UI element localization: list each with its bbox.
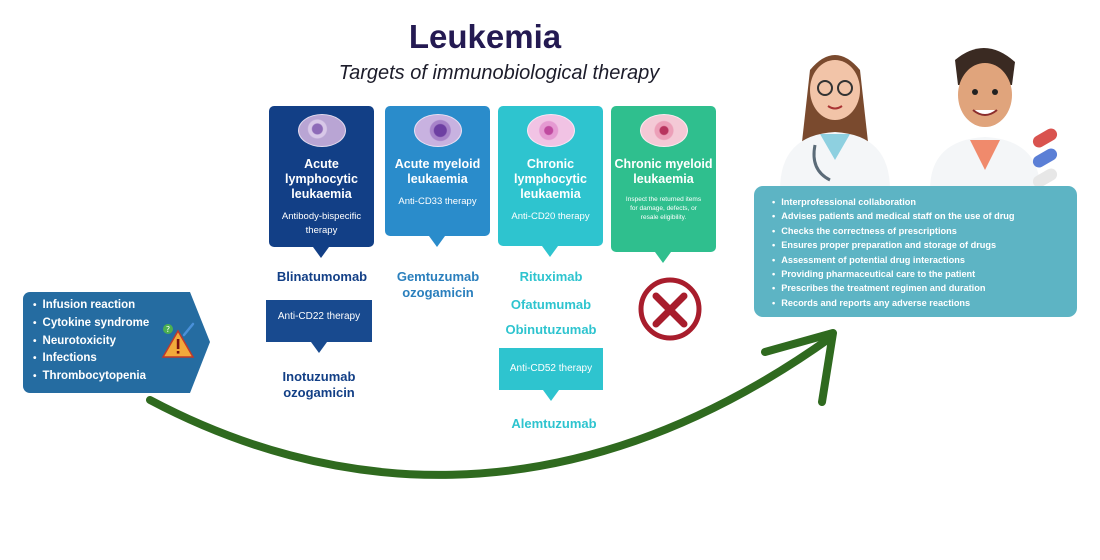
pharmacist-illustration <box>780 47 1058 190</box>
drug-alemtuzumab: Alemtuzumab <box>511 416 597 431</box>
drug-inotuzumab: Inotuzumab ozogamicin <box>282 369 356 400</box>
role-item: Advises patients and medical staff on th… <box>772 209 1077 223</box>
role-item: Providing pharmaceutical care to the pat… <box>772 267 1077 281</box>
doctor-illustration <box>930 47 1040 190</box>
adverse-item: Neurotoxicity <box>33 333 190 351</box>
card-therapy: Anti-CD33 therapy <box>398 196 477 207</box>
role-item: Assessment of potential drug interaction… <box>772 253 1077 267</box>
therapy-box-pointer <box>311 342 327 353</box>
blood-cell-image <box>526 114 575 147</box>
adverse-item: Cytokine syndrome <box>33 315 190 333</box>
card-title: Chronic myeloid leukaemia <box>614 157 713 186</box>
card-pointer <box>429 236 445 247</box>
role-item: Interprofessional collaboration <box>772 195 1077 209</box>
adverse-item: Thrombocytopenia <box>33 368 190 386</box>
blood-cell-image <box>297 114 346 147</box>
page-title: Leukemia <box>408 18 562 55</box>
blood-cell-image <box>639 114 688 147</box>
therapy-box-anti-cd52: Anti-CD52 therapy <box>499 348 603 390</box>
card-pointer <box>313 247 329 258</box>
drug-rituximab: Rituximab <box>519 269 583 284</box>
drug-gemtuzumab: Gemtuzumab ozogamicin <box>396 269 480 300</box>
card-title: Chronic lymphocytic leukaemia <box>514 157 587 201</box>
card-title: Acute lymphocytic leukaemia <box>285 157 358 201</box>
pharmacist-roles-panel: Interprofessional collaboration Advises … <box>754 186 1077 317</box>
drug-blinatumomab: Blinatumomab <box>276 269 368 284</box>
card-acute-lymphocytic: Acute lymphocytic leukaemia Antibody-bis… <box>269 106 374 247</box>
card-chronic-lymphocytic: Chronic lymphocytic leukaemia Anti-CD20 … <box>498 106 603 246</box>
adverse-effects-panel: Infusion reaction Cytokine syndrome Neur… <box>23 292 190 393</box>
therapy-box-anti-cd22: Anti-CD22 therapy <box>266 300 372 342</box>
drug-obinutuzumab: Obinutuzumab <box>505 322 597 337</box>
syringe-icon <box>182 322 195 337</box>
card-note: Inspect the returned items for damage, d… <box>625 196 702 221</box>
adverse-panel-tip <box>190 292 210 393</box>
card-chronic-myeloid: Chronic myeloid leukaemia Inspect the re… <box>611 106 716 252</box>
svg-text:?: ? <box>166 325 170 334</box>
card-title: Acute myeloid leukaemia <box>394 157 481 186</box>
role-item: Prescribes the treatment regimen and dur… <box>772 281 1077 295</box>
drug-ofatumumab: Ofatumumab <box>510 297 592 312</box>
pills-icon <box>1032 128 1058 188</box>
role-item: Checks the correctness of prescriptions <box>772 224 1077 238</box>
cross-icon <box>638 277 702 341</box>
role-item: Records and reports any adverse reaction… <box>772 296 1077 310</box>
card-therapy: Antibody-bispecific therapy <box>281 211 362 236</box>
warning-icon: ? <box>161 322 195 358</box>
blood-cell-image <box>413 114 462 147</box>
page-subtitle: Targets of immunobiological therapy <box>338 62 660 84</box>
adverse-item: Infusion reaction <box>33 297 190 315</box>
card-pointer <box>542 246 558 257</box>
card-pointer <box>655 252 671 263</box>
question-badge-icon <box>163 324 173 334</box>
card-therapy: Anti-CD20 therapy <box>511 211 590 222</box>
role-item: Ensures proper preparation and storage o… <box>772 238 1077 252</box>
adverse-item: Infections <box>33 350 190 368</box>
therapy-box-pointer <box>543 390 559 401</box>
card-acute-myeloid: Acute myeloid leukaemia Anti-CD33 therap… <box>385 106 490 236</box>
